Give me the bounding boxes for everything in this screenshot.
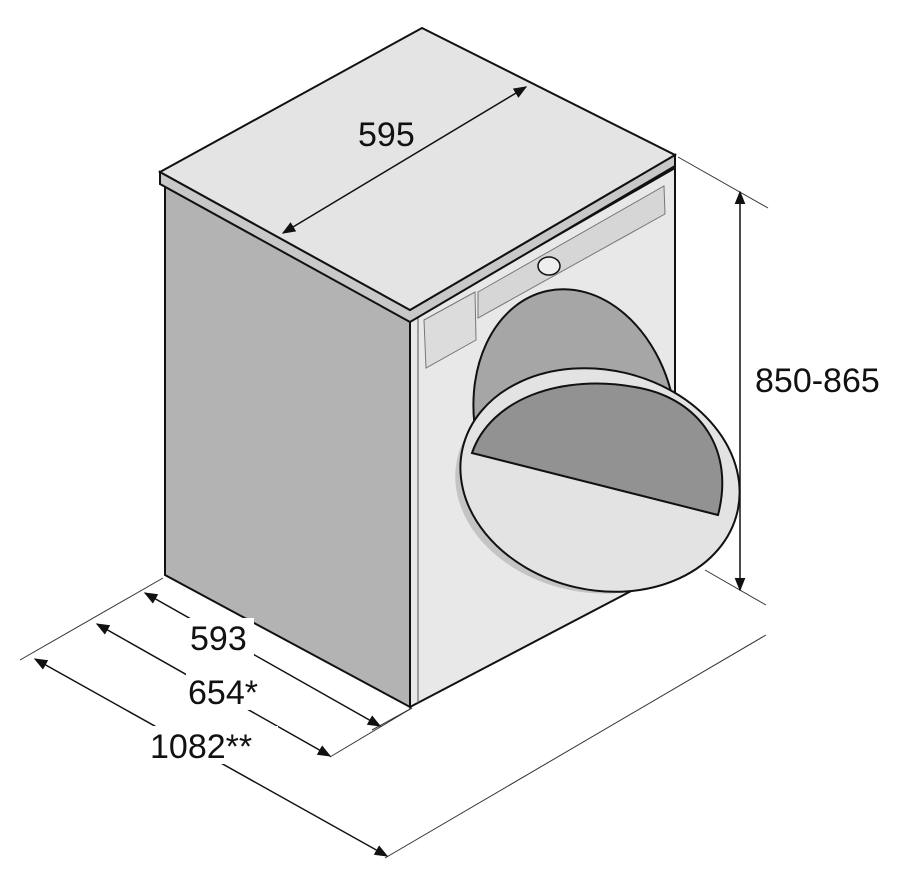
label-bg xyxy=(186,672,274,710)
label-bg xyxy=(188,618,254,656)
width-arrow xyxy=(281,86,528,234)
control-panel xyxy=(477,185,666,319)
height-ext-bottom xyxy=(704,569,767,606)
depth-ext-back xyxy=(19,577,164,661)
height-label: 850-865 xyxy=(755,362,880,400)
door-glass xyxy=(470,382,724,517)
depth-label-654: 654* xyxy=(188,674,258,712)
display-window xyxy=(423,291,477,369)
depth-ext-door xyxy=(384,634,767,859)
depth-ext-front2 xyxy=(371,707,413,731)
depth-label-593: 593 xyxy=(190,620,247,658)
height-ext-top xyxy=(677,156,769,209)
program-knob xyxy=(537,256,561,276)
label-bg xyxy=(148,726,278,764)
depth-label-1082: 1082** xyxy=(150,728,252,766)
depth-ext-front xyxy=(329,707,413,758)
width-label: 595 xyxy=(358,116,415,154)
